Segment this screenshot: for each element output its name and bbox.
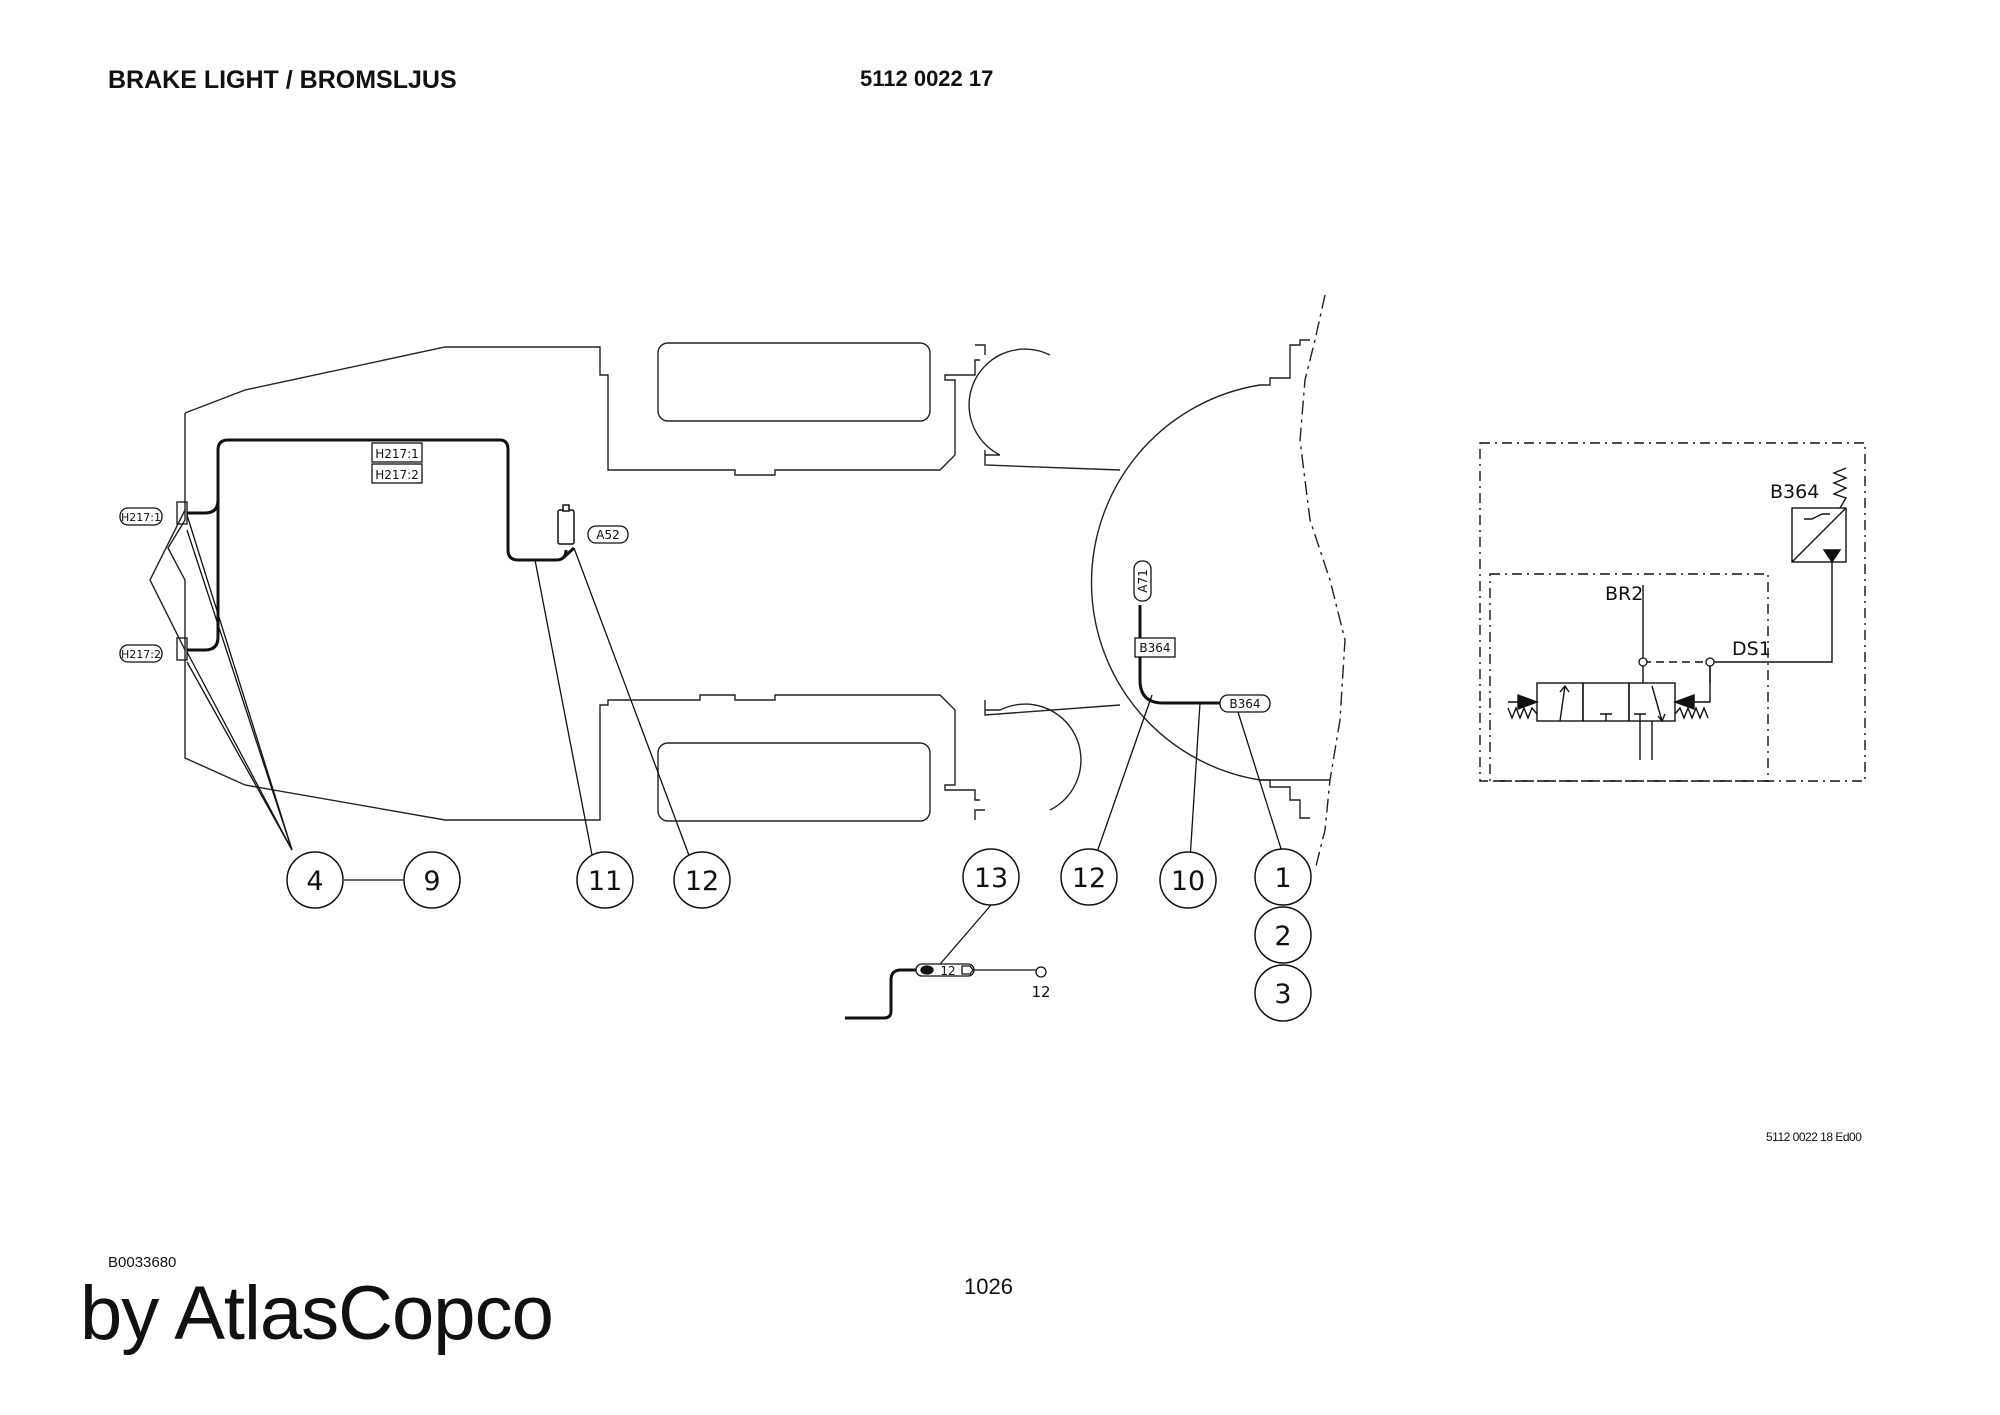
- b364-tag: B364: [1229, 697, 1260, 711]
- callout-1: 1: [1274, 863, 1291, 894]
- schematic-br2-label: BR2: [1605, 583, 1643, 605]
- schematic-node-ds1: [1705, 657, 1715, 667]
- harness: [187, 438, 1220, 1020]
- page-title: BRAKE LIGHT / BROMSLJUS: [108, 66, 457, 94]
- drawing-reference: 5112 0022 18 Ed00: [1766, 1130, 1862, 1144]
- page-number: 1026: [964, 1274, 1013, 1299]
- brand-watermark: by AtlasCopco: [80, 1271, 554, 1356]
- component-a52: [557, 504, 575, 545]
- b364-box: B364: [1139, 641, 1170, 655]
- leader-lines: [186, 514, 1284, 978]
- document-id: B0033680: [108, 1254, 177, 1271]
- part-number: 5112 0022 17: [860, 66, 994, 91]
- connector-tags: [119, 442, 1271, 713]
- callout-4: 4: [306, 866, 323, 897]
- callout-circles: [286, 848, 1312, 1022]
- schematic-node-br2: [1638, 657, 1648, 667]
- h217-1-box: H217:1: [375, 447, 419, 461]
- callout-13: 13: [974, 863, 1008, 894]
- callout-2: 2: [1274, 921, 1291, 952]
- marker-end-label: 12: [1031, 983, 1050, 1001]
- callout-10: 10: [1171, 866, 1205, 897]
- schematic-ds1-label: DS1: [1732, 638, 1771, 660]
- callout-3: 3: [1274, 979, 1291, 1010]
- cable-marker-detail: [915, 963, 1047, 978]
- callout-9: 9: [423, 866, 440, 897]
- callout-11: 11: [588, 866, 622, 897]
- marker-ring-label: 12: [940, 964, 955, 978]
- a71-tag: A71: [1136, 569, 1150, 592]
- schematic-b364-label: B364: [1770, 481, 1819, 503]
- callout-numbers: 4 9 11 12 13 12 10 1 2 3: [306, 863, 1291, 1010]
- machine-outline: [149, 339, 1330, 822]
- callout-12-left: 12: [685, 866, 719, 897]
- h217-2-tag: H217:2: [121, 648, 161, 661]
- h217-1-tag: H217:1: [121, 511, 161, 524]
- hydraulic-schematic: [1479, 442, 1866, 782]
- h217-2-box: H217:2: [375, 468, 419, 482]
- articulation-line: [1299, 294, 1346, 871]
- callout-12-right: 12: [1072, 863, 1106, 894]
- a52-tag: A52: [596, 528, 619, 542]
